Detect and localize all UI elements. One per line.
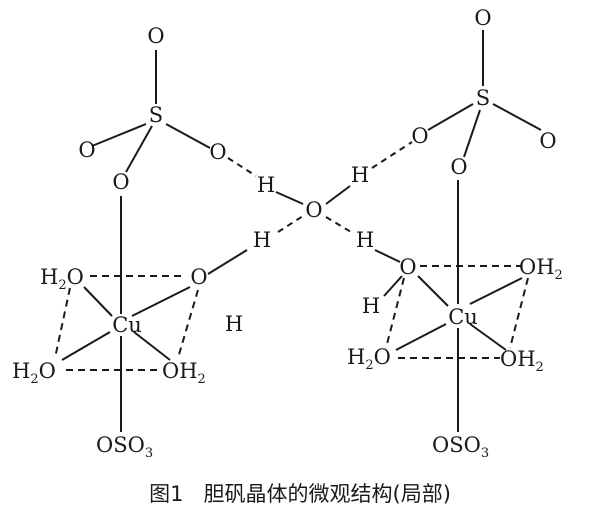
figure-caption: 图1 胆矾晶体的微观结构(局部)	[0, 478, 600, 508]
right-sulfate-o-lower: O	[450, 155, 467, 179]
left-sulfate-group: O S O O O	[78, 24, 226, 194]
left-sulfate-o-right: O	[209, 140, 226, 164]
right-sulfate-o-right: O	[539, 129, 556, 153]
left-water-hydrogen: H	[225, 312, 243, 336]
central-water-group: H O H H H	[207, 141, 413, 275]
left-water-oxygen: O	[190, 265, 207, 289]
hbond-right-sulfate-to-h	[371, 141, 413, 169]
right-copper-complex: O OH2 H Cu H2O OH2 OSO3	[347, 180, 563, 461]
left-square-right-edge	[177, 289, 199, 359]
right-oso3: OSO3	[432, 433, 489, 461]
right-s-o-lower-bond	[463, 109, 481, 158]
right-oh2-topright: OH2	[519, 255, 563, 283]
right-s-o-left-bond	[427, 103, 474, 131]
hbond-h-to-central-o	[277, 215, 304, 233]
right-cu-o-topright-bond	[469, 277, 523, 305]
hbond-central-o-to-h	[325, 216, 352, 233]
right-h2o-bottomleft: H2O	[347, 345, 391, 373]
right-sulfate-o-left: O	[411, 124, 428, 148]
right-cu-o-bottomright-bond	[469, 323, 507, 351]
left-water-oh-bond	[207, 249, 248, 275]
hbond-h-lower-right: H	[356, 228, 374, 252]
left-s-o-left-bond	[91, 123, 147, 147]
figure-title: 胆矾晶体的微观结构(局部)	[203, 482, 451, 506]
left-sulfate-o-lower: O	[112, 170, 129, 194]
right-oh2-bottomright: OH2	[500, 347, 544, 375]
left-sulfate-o-left: O	[78, 138, 95, 162]
right-s-o-right-bond	[492, 103, 542, 131]
left-sulfate-o-top: O	[147, 24, 164, 48]
right-cu-o-topleft-bond	[417, 275, 449, 307]
left-cu-o-bottomleft-bond	[61, 331, 111, 361]
figure-number: 图1	[149, 482, 184, 506]
hbond-left-sulfate-to-h	[227, 157, 257, 177]
left-square-left-edge	[54, 287, 71, 359]
central-o-h-upper-right-bond	[325, 185, 351, 205]
left-sulfur: S	[149, 103, 163, 127]
left-s-o-lower-bond	[125, 125, 153, 173]
right-sulfur: S	[476, 86, 490, 110]
right-cu-o-bottomleft-bond	[395, 323, 447, 351]
right-water-oh-inner-bond	[383, 275, 403, 297]
left-oh2-bottomright: OH2	[162, 359, 206, 387]
right-water-oxygen: O	[399, 255, 416, 279]
right-water-oh-bond	[374, 249, 401, 263]
left-h2o-bottomleft: H2O	[12, 359, 56, 387]
left-copper-complex: H2O O H Cu H2O OH2 OSO3	[12, 196, 243, 461]
left-s-o-right-bond	[165, 123, 211, 149]
hbond-h-lower-left: H	[253, 228, 271, 252]
left-oso3: OSO3	[96, 433, 153, 461]
left-h2o-topleft: H2O	[40, 265, 84, 293]
central-o-h-upper-left-bond	[275, 191, 304, 205]
left-cu-o-topleft-bond	[83, 286, 113, 317]
left-copper-ion: Cu	[112, 313, 142, 337]
right-sulfate-o-top: O	[474, 6, 491, 30]
hbond-h-upper-left: H	[257, 173, 275, 197]
right-square-right-edge	[509, 277, 529, 349]
right-water-hydrogen: H	[362, 294, 380, 318]
right-sulfate-group: O S O O O	[411, 6, 556, 179]
left-cu-o-bottomright-bond	[133, 331, 171, 361]
central-water-oxygen: O	[305, 198, 322, 222]
right-copper-ion: Cu	[448, 305, 478, 329]
left-cu-o-topright-bond	[131, 286, 191, 317]
right-square-left-edge	[385, 277, 405, 349]
hbond-h-upper-right: H	[351, 163, 369, 187]
